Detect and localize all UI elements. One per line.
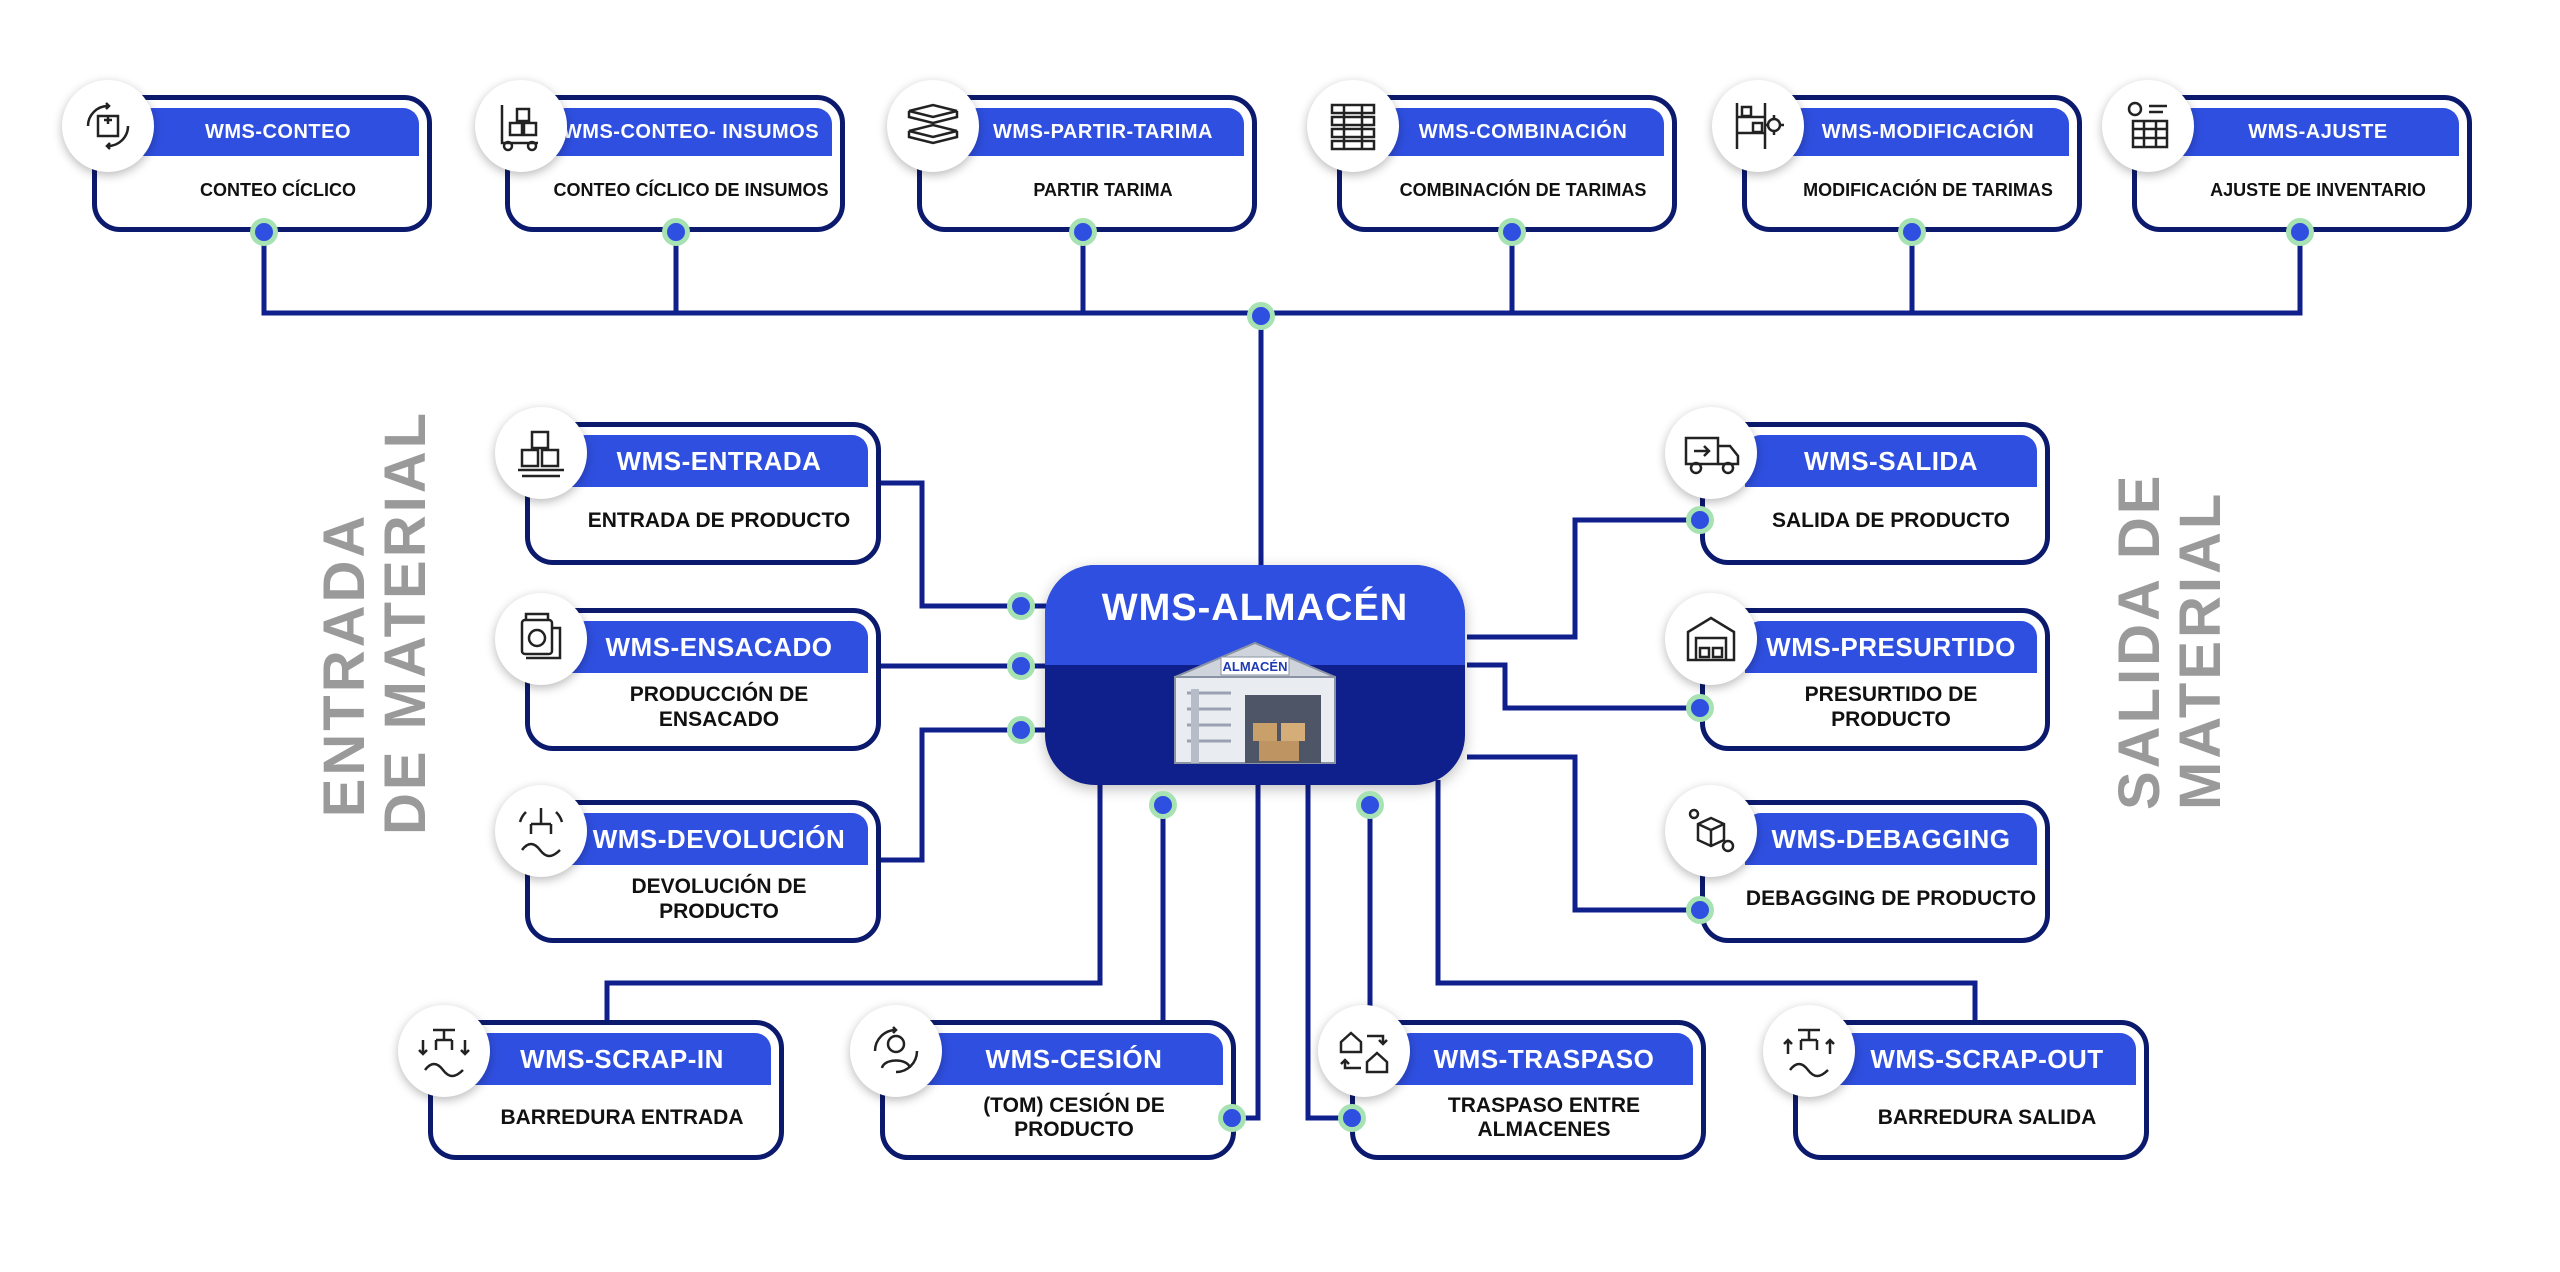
module-title: WMS-DEVOLUCIÓN: [570, 813, 868, 865]
claw-out-icon: [1763, 1005, 1855, 1097]
module-title: WMS-TRASPASO: [1395, 1033, 1693, 1085]
module-title: WMS-CESIÓN: [925, 1033, 1223, 1085]
connector-dot: [250, 218, 278, 246]
connector-dot: [1218, 1104, 1246, 1132]
module-description: TRASPASO ENTRE ALMACENES: [1447, 1093, 1641, 1141]
warehouse-hub[interactable]: WMS-ALMACÉN ALMACÉN: [1045, 565, 1465, 785]
return-crane-icon: [495, 785, 587, 877]
connector-dot: [1007, 652, 1035, 680]
connector-dot: [1356, 791, 1384, 819]
connector-dot: [1686, 694, 1714, 722]
module-description: COMBINACIÓN DE TARIMAS: [1399, 180, 1647, 201]
module-description: PRODUCCIÓN DE ENSACADO: [629, 683, 809, 731]
shelf-gear-icon: [1712, 80, 1804, 172]
connector-dot: [1149, 791, 1177, 819]
module-title: WMS-SALIDA: [1745, 435, 2037, 487]
module-debagging[interactable]: WMS-DEBAGGING DEBAGGING DE PRODUCTO: [1700, 800, 2050, 943]
module-title: WMS-ENSACADO: [570, 621, 868, 673]
module-title: WMS-COMBINACIÓN: [1382, 108, 1664, 156]
module-description: AJUSTE DE INVENTARIO: [2210, 180, 2426, 201]
claw-in-icon: [398, 1005, 490, 1097]
cycle-box-icon: [62, 80, 154, 172]
boxes-pallet-icon: [495, 407, 587, 499]
connector-dot: [662, 218, 690, 246]
module-title: WMS-ENTRADA: [570, 435, 868, 487]
module-description: ENTRADA DE PRODUCTO: [587, 509, 851, 533]
module-combinacion[interactable]: WMS-COMBINACIÓN COMBINACIÓN DE TARIMAS: [1337, 95, 1677, 232]
module-title: WMS-SCRAP-OUT: [1838, 1033, 2136, 1085]
box-gears-icon: [1665, 785, 1757, 877]
connector-dot: [1686, 896, 1714, 924]
building-sign: ALMACÉN: [1223, 659, 1288, 674]
module-title: WMS-AJUSTE: [2177, 108, 2459, 156]
module-modificacion[interactable]: WMS-MODIFICACIÓN MODIFICACIÓN DE TARIMAS: [1742, 95, 2082, 232]
hand-truck-boxes-icon: [475, 80, 567, 172]
connector-dot: [1247, 302, 1275, 330]
module-description: CONTEO CÍCLICO DE INSUMOS: [553, 180, 829, 201]
module-description: MODIFICACIÓN DE TARIMAS: [1803, 180, 2053, 201]
warehouse-pallets-icon: [1665, 593, 1757, 685]
stacked-pallets-icon: [1307, 80, 1399, 172]
house-transfer-icon: [1318, 1005, 1410, 1097]
module-title: WMS-DEBAGGING: [1745, 813, 2037, 865]
module-description: BARREDURA ENTRADA: [500, 1105, 744, 1129]
connector-dot: [1069, 218, 1097, 246]
module-description: DEBAGGING DE PRODUCTO: [1745, 887, 2037, 911]
connector-dot: [1338, 1104, 1366, 1132]
bagging-machine-icon: [495, 593, 587, 685]
module-salida[interactable]: WMS-SALIDA SALIDA DE PRODUCTO: [1700, 422, 2050, 565]
module-description: (TOM) CESIÓN DE PRODUCTO: [983, 1093, 1165, 1141]
delivery-truck-icon: [1665, 407, 1757, 499]
connector-dot: [2286, 218, 2314, 246]
hub-title: WMS-ALMACÉN: [1101, 587, 1409, 629]
module-title: WMS-CONTEO: [137, 108, 419, 156]
module-devolucion[interactable]: WMS-DEVOLUCIÓN DEVOLUCIÓN DE PRODUCTO: [525, 800, 881, 943]
module-title: WMS-PARTIR-TARIMA: [962, 108, 1244, 156]
module-presurtido[interactable]: WMS-PRESURTIDO PRESURTIDO DE PRODUCTO: [1700, 608, 2050, 751]
module-title: WMS-SCRAP-IN: [473, 1033, 771, 1085]
module-description: BARREDURA SALIDA: [1877, 1105, 2097, 1129]
connector-dot: [1007, 592, 1035, 620]
module-title: WMS-MODIFICACIÓN: [1787, 108, 2069, 156]
operator-cycle-icon: [850, 1005, 942, 1097]
module-description: SALIDA DE PRODUCTO: [1771, 509, 2010, 533]
connector-dot: [1898, 218, 1926, 246]
module-title: WMS-PRESURTIDO: [1745, 621, 2037, 673]
connector-dot: [1498, 218, 1526, 246]
module-title: WMS-CONTEO- INSUMOS: [550, 108, 832, 156]
split-pallet-icon: [887, 80, 979, 172]
connector-dot: [1686, 506, 1714, 534]
module-description: PARTIR TARIMA: [1033, 180, 1173, 201]
inventory-adjust-icon: [2102, 80, 2194, 172]
connector-dot: [1007, 716, 1035, 744]
module-description: PRESURTIDO DE PRODUCTO: [1804, 683, 1978, 731]
module-description: CONTEO CÍCLICO: [200, 180, 356, 201]
module-scrap-out[interactable]: WMS-SCRAP-OUT BARREDURA SALIDA: [1793, 1020, 2149, 1160]
warehouse-building-icon: ALMACÉN: [1174, 641, 1336, 764]
module-description: DEVOLUCIÓN DE PRODUCTO: [631, 875, 807, 923]
